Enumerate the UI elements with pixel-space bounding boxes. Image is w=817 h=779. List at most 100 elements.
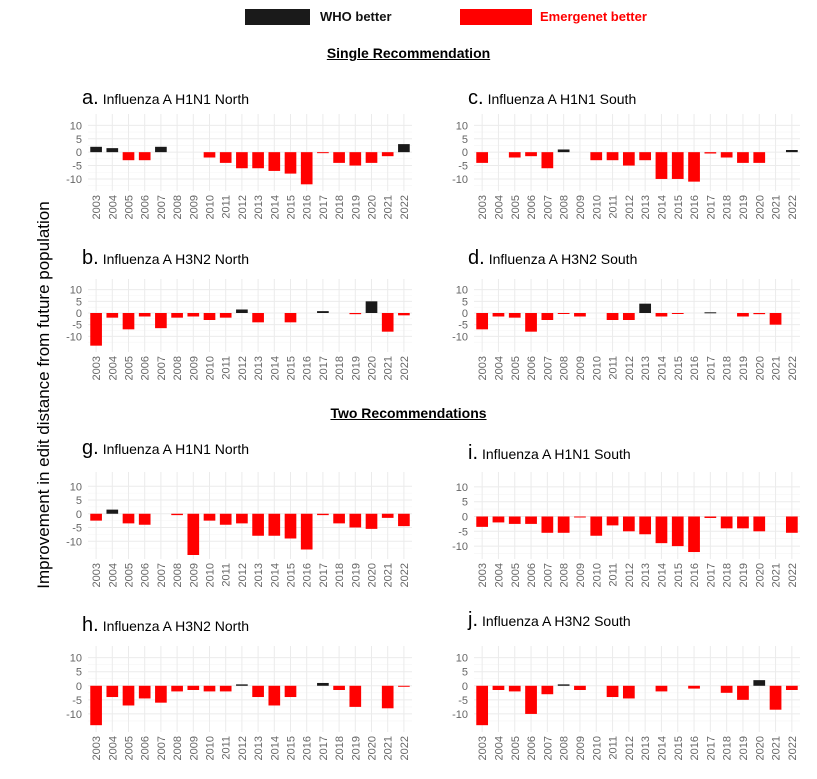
bar-h-2005 <box>122 685 135 706</box>
panel-title-text: Influenza A H3N2 South <box>489 251 638 267</box>
x-tick-label: 2004 <box>107 563 119 587</box>
bar-b-2004 <box>106 313 119 318</box>
bar-c-2020 <box>753 152 766 163</box>
x-tick-label: 2012 <box>237 563 249 587</box>
bar-c-2012 <box>622 152 635 166</box>
x-tick-label: 2006 <box>526 195 538 219</box>
legend-swatch-emergenet <box>460 9 532 25</box>
x-tick-label: 2020 <box>754 736 766 760</box>
bar-c-2011 <box>606 152 619 161</box>
bar-j-2012 <box>622 685 635 699</box>
bar-d-2017 <box>704 312 717 314</box>
y-tick-label: 10 <box>456 653 468 665</box>
x-tick-label: 2020 <box>367 195 379 219</box>
x-tick-label: 2007 <box>542 356 554 380</box>
bar-b-2006 <box>138 313 151 317</box>
x-tick-label: 2021 <box>383 736 395 760</box>
x-tick-label: 2014 <box>656 736 668 760</box>
bar-b-2011 <box>219 313 232 318</box>
x-tick-label: 2017 <box>318 195 330 219</box>
x-tick-label: 2003 <box>91 736 103 760</box>
x-tick-label: 2005 <box>124 563 136 587</box>
x-tick-label: 2021 <box>771 563 783 587</box>
panel-letter: b. <box>82 247 99 269</box>
bar-a-2011 <box>219 152 232 163</box>
bar-h-2007 <box>155 685 167 703</box>
x-tick-label: 2016 <box>302 195 314 219</box>
x-tick-label: 2012 <box>237 195 249 219</box>
y-tick-label: -10 <box>452 709 468 721</box>
y-tick-label: -10 <box>452 541 468 553</box>
x-tick-label: 2004 <box>493 736 505 760</box>
bar-b-2005 <box>122 313 135 330</box>
y-tick-label: 0 <box>462 147 468 159</box>
y-tick-label: 10 <box>456 120 468 132</box>
bar-i-2007 <box>541 516 554 533</box>
bar-i-2004 <box>492 516 505 523</box>
x-tick-label: 2006 <box>140 563 152 587</box>
x-tick-label: 2011 <box>608 736 620 760</box>
x-tick-label: 2010 <box>591 563 603 587</box>
bar-h-2010 <box>203 685 216 692</box>
bar-j-2003 <box>476 685 489 726</box>
bar-a-2005 <box>122 152 135 161</box>
bar-b-2008 <box>171 313 183 318</box>
bar-j-2016 <box>688 685 700 689</box>
x-tick-label: 2008 <box>559 736 571 760</box>
bar-g-2020 <box>365 513 378 529</box>
bar-a-2021 <box>381 152 394 157</box>
x-tick-label: 2019 <box>350 563 362 587</box>
x-tick-label: 2016 <box>689 563 701 587</box>
bar-g-2019 <box>349 513 362 528</box>
y-tick-label: -10 <box>66 174 82 186</box>
y-tick-label: 0 <box>462 308 468 320</box>
x-tick-label: 2017 <box>318 563 330 587</box>
panel-letter: h. <box>82 614 99 636</box>
legend: WHO better Emergenet better <box>0 0 817 30</box>
x-tick-label: 2009 <box>575 563 587 587</box>
x-tick-label: 2013 <box>253 356 265 380</box>
bar-c-2016 <box>688 152 700 182</box>
panel-title-j: j.Influenza A H3N2 South <box>467 609 631 631</box>
legend-swatch-who <box>245 9 310 25</box>
bar-c-2005 <box>508 152 521 158</box>
bar-j-2005 <box>508 685 521 692</box>
x-tick-label: 2009 <box>188 195 200 219</box>
x-tick-label: 2022 <box>399 563 411 587</box>
x-tick-label: 2005 <box>510 356 522 380</box>
x-tick-label: 2018 <box>722 736 734 760</box>
bar-b-2009 <box>187 313 200 317</box>
x-tick-label: 2012 <box>624 356 636 380</box>
panel-letter: j. <box>467 609 478 631</box>
bar-c-2015 <box>671 152 684 179</box>
bar-g-2005 <box>122 513 135 524</box>
x-tick-label: 2005 <box>124 736 136 760</box>
x-tick-label: 2019 <box>350 736 362 760</box>
bar-a-2013 <box>252 152 264 169</box>
x-tick-label: 2008 <box>172 736 184 760</box>
x-tick-label: 2012 <box>624 195 636 219</box>
legend-label-emergenet: Emergenet better <box>540 9 647 24</box>
bar-h-2009 <box>187 685 200 690</box>
bar-d-2008 <box>557 313 570 314</box>
bar-a-2012 <box>236 152 248 169</box>
y-tick-label: -5 <box>72 523 82 535</box>
bar-g-2012 <box>236 513 248 524</box>
bar-i-2011 <box>606 516 619 526</box>
bar-g-2013 <box>252 513 264 536</box>
x-tick-label: 2006 <box>526 356 538 380</box>
bar-b-2003 <box>90 313 102 346</box>
bar-c-2008 <box>557 149 570 153</box>
x-tick-label: 2008 <box>559 563 571 587</box>
x-tick-label: 2011 <box>608 356 620 380</box>
x-tick-label: 2015 <box>286 736 298 760</box>
x-tick-label: 2021 <box>383 563 395 587</box>
x-tick-label: 2010 <box>591 736 603 760</box>
bar-c-2013 <box>639 152 652 161</box>
x-tick-label: 2003 <box>477 356 489 380</box>
y-tick-label: -5 <box>72 320 82 332</box>
bar-d-2003 <box>476 313 489 330</box>
x-tick-label: 2011 <box>608 563 620 587</box>
